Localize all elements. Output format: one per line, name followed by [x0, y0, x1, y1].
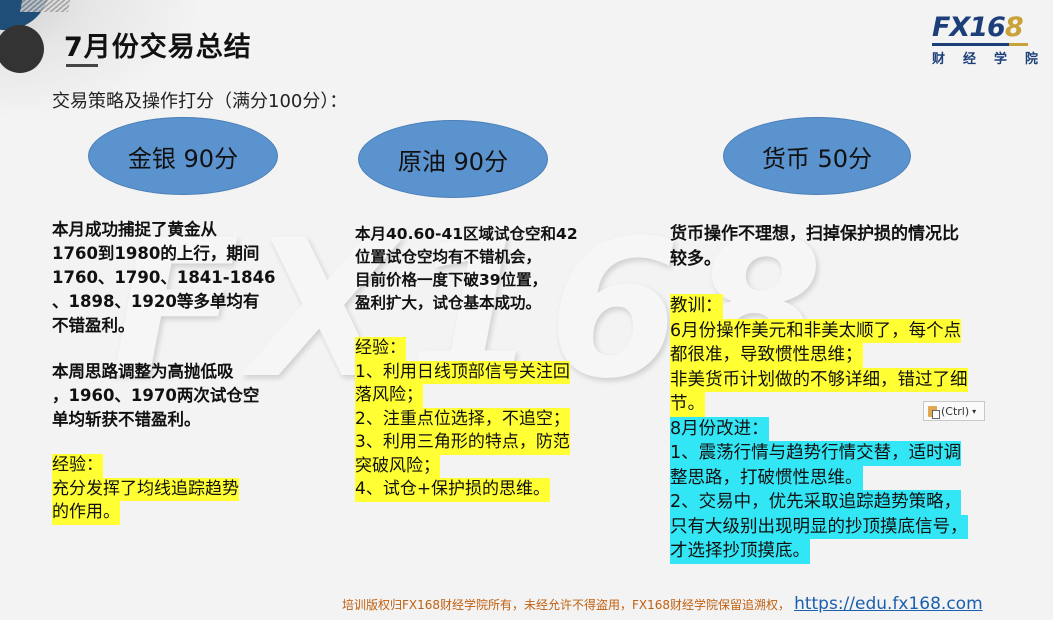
gold-week: 本周思路调整为高抛低吸 ，1960、1970两次试仓空 单均斩获不错盈利。 — [52, 362, 260, 429]
title-underline — [66, 64, 98, 67]
logo-subtitle: 财 经 学 院 — [932, 52, 1038, 67]
fx-improvements: 8月份改进： 1、震荡行情与趋势行情交替，适时调 整思路，打破惯性思维。 2、交… — [670, 416, 1040, 564]
fx-summary: 货币操作不理想，扫掉保护损的情况比 较多。 — [670, 224, 959, 269]
page-title: 7月份交易总结 — [64, 32, 252, 63]
column-fx: 货币操作不理想，扫掉保护损的情况比 较多。 教训： 6月份操作美元和非美太顺了，… — [670, 222, 1040, 564]
oil-experience: 经验： 1、利用日线顶部信号关注回 落风险； 2、注重点位选择，不追空； 3、利… — [355, 337, 625, 502]
logo-wordmark: FX168 — [932, 12, 1024, 43]
column-gold: 本月成功捕捉了黄金从 1760到1980的上行，期间 1760、1790、184… — [52, 218, 292, 525]
oil-summary: 本月40.60-41区域试仓空和42 位置试仓空均有不错机会， 目前价格一度下破… — [355, 225, 578, 312]
title-bullet-dot — [0, 25, 44, 73]
copyright-notice: 培训版权归FX168财经学院所有，未经允许不得盗用，FX168财经学院保留追溯权… — [342, 598, 791, 612]
clipboard-icon — [928, 405, 940, 419]
score-ellipse-fx[interactable]: 货币 50分 — [723, 117, 911, 195]
fx-lessons: 教训： 6月份操作美元和非美太顺了，每个点 都很准，导致惯性思维； 非美货币计划… — [670, 294, 1040, 417]
gold-experience: 经验： 充分发挥了均线追踪趋势 的作用。 — [52, 454, 292, 525]
column-oil: 本月40.60-41区域试仓空和42 位置试仓空均有不错机会， 目前价格一度下破… — [355, 223, 625, 502]
page-subtitle: 交易策略及操作打分（满分100分）： — [52, 91, 348, 112]
score-ellipse-oil[interactable]: 原油 90分 — [358, 120, 548, 198]
score-ellipse-gold[interactable]: 金银 90分 — [88, 117, 278, 195]
fx168-logo: FX168 财 经 学 院 — [932, 14, 1044, 67]
logo-bar — [932, 43, 1028, 46]
website-link[interactable]: https://edu.fx168.com — [794, 594, 983, 614]
chevron-down-icon: ▾ — [972, 406, 977, 416]
footer: 培训版权归FX168财经学院所有，未经允许不得盗用，FX168财经学院保留追溯权… — [342, 594, 983, 614]
paste-options-button[interactable]: (Ctrl) ▾ — [923, 401, 985, 421]
corner-pattern — [20, 0, 72, 12]
gold-summary: 本月成功捕捉了黄金从 1760到1980的上行，期间 1760、1790、184… — [52, 220, 276, 335]
